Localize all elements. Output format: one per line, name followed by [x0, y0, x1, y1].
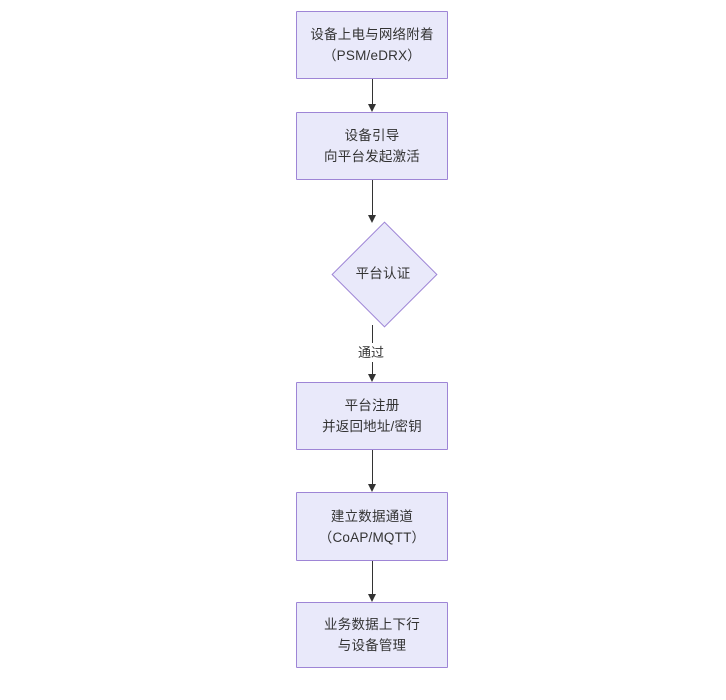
connector-line — [372, 180, 374, 215]
arrowhead-icon — [367, 594, 376, 602]
connector-platform-register-to-data-channel — [367, 450, 376, 492]
arrowhead-icon — [367, 104, 376, 112]
node-business-data-line-2: 与设备管理 — [337, 638, 407, 653]
node-data-channel-line-2: （CoAP/MQTT） — [318, 529, 426, 545]
node-platform-auth[interactable]: 平台认证 — [326, 221, 440, 328]
connector-data-channel-to-business-data — [367, 561, 376, 602]
connector-line — [372, 79, 374, 104]
node-business-data-line-1: 业务数据上下行 — [324, 617, 420, 632]
arrowhead-icon — [367, 215, 376, 223]
node-platform-register-line-2: 并返回地址/密钥 — [322, 419, 422, 434]
node-platform-auth-label: 平台认证 — [355, 266, 411, 281]
connector-bootstrap-to-platform-auth — [367, 180, 376, 223]
node-bootstrap-line-2: 向平台发起激活 — [324, 149, 420, 164]
node-power-on-line-2: （PSM/eDRX） — [322, 48, 422, 63]
arrowhead-icon — [367, 484, 376, 492]
connector-line — [372, 450, 374, 484]
node-data-channel-line-1: 建立数据通道 — [330, 508, 414, 524]
node-data-channel[interactable]: 建立数据通道 （CoAP/MQTT） — [296, 492, 448, 561]
node-power-on-line-1: 设备上电与网络附着 — [310, 27, 434, 42]
node-platform-register-line-1: 平台注册 — [344, 398, 400, 413]
node-power-on[interactable]: 设备上电与网络附着 （PSM/eDRX） — [296, 11, 448, 79]
arrowhead-icon — [367, 374, 376, 382]
node-platform-register[interactable]: 平台注册 并返回地址/密钥 — [296, 382, 448, 450]
node-bootstrap[interactable]: 设备引导 向平台发起激活 — [296, 112, 448, 180]
connector-line — [372, 561, 374, 594]
edge-label-pass: 通过 — [355, 343, 388, 362]
node-bootstrap-line-1: 设备引导 — [344, 128, 400, 143]
connector-power-on-to-bootstrap — [367, 79, 376, 112]
node-business-data[interactable]: 业务数据上下行 与设备管理 — [296, 602, 448, 668]
